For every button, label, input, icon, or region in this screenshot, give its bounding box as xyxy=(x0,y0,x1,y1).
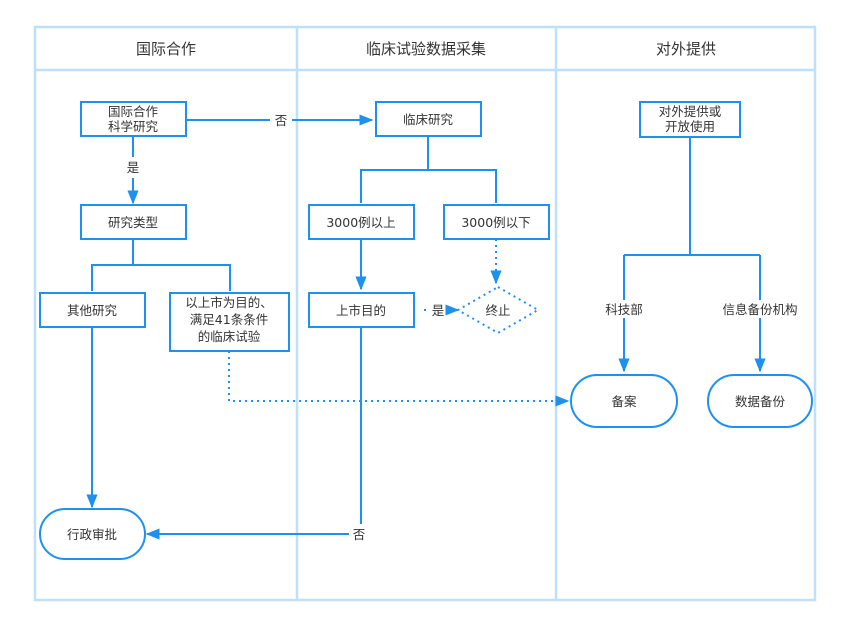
edge-label-listing-yes: 是 xyxy=(432,303,445,318)
edge-trial-to-filing xyxy=(228,351,570,407)
node-listing-trial-line1: 以上市为目的、 xyxy=(185,295,273,310)
node-other-research[interactable] xyxy=(39,292,146,328)
node-listing-trial[interactable] xyxy=(169,292,290,352)
edge-label-bg-tech xyxy=(600,300,648,318)
lane-title-international: 国际合作 xyxy=(136,40,196,58)
node-clinical-research[interactable] xyxy=(375,101,482,137)
node-terminate[interactable] xyxy=(455,285,541,335)
node-data-backup[interactable] xyxy=(707,374,813,428)
edge-label-tech-dept: 科技部 xyxy=(605,302,643,317)
node-research-type[interactable] xyxy=(80,204,187,240)
node-terminate-label: 终止 xyxy=(485,303,510,318)
edge-clinical-branches xyxy=(360,136,497,203)
swimlane-frame xyxy=(33,25,817,602)
node-filing[interactable] xyxy=(570,374,678,428)
node-other-research-label: 其他研究 xyxy=(67,303,118,318)
node-external-use-line1: 对外提供或 xyxy=(659,104,722,119)
node-intl-research-line1: 国际合作 xyxy=(108,104,159,119)
node-listing-trial-line2: 满足41条条件 xyxy=(190,312,268,327)
node-data-backup-label: 数据备份 xyxy=(735,394,786,409)
node-intl-research-line2: 科学研究 xyxy=(108,119,159,134)
lane-title-external: 对外提供 xyxy=(656,40,716,58)
node-admin-approval[interactable] xyxy=(39,508,146,560)
node-listing-trial-line3: 的临床试验 xyxy=(198,329,261,344)
edge-type-branches xyxy=(91,239,231,291)
node-admin-approval-label: 行政审批 xyxy=(67,527,117,542)
edge-external-branches xyxy=(624,137,760,256)
node-external-use-line2: 开放使用 xyxy=(665,119,715,134)
lane-title-clinical-data: 临床试验数据采集 xyxy=(366,40,486,58)
node-under-3000[interactable] xyxy=(443,204,550,240)
edge-label-backup-org: 信息备份机构 xyxy=(722,302,797,317)
node-under-3000-label: 3000例以下 xyxy=(461,215,530,230)
edge-label-listing-no: 否 xyxy=(353,527,366,542)
node-external-use[interactable] xyxy=(639,101,741,138)
node-listing-purpose[interactable] xyxy=(308,292,415,328)
node-over-3000-label: 3000例以上 xyxy=(326,215,395,230)
node-clinical-research-label: 临床研究 xyxy=(403,112,454,127)
edge-label-intl-no: 否 xyxy=(275,113,288,128)
edge-label-bg-backup xyxy=(718,300,804,318)
outer-border xyxy=(33,25,817,602)
edge-label-intl-yes: 是 xyxy=(127,160,140,175)
node-filing-label: 备案 xyxy=(611,394,637,409)
node-research-type-label: 研究类型 xyxy=(108,215,158,230)
node-over-3000[interactable] xyxy=(308,204,415,240)
node-listing-purpose-label: 上市目的 xyxy=(336,303,386,318)
node-intl-research[interactable] xyxy=(80,101,187,137)
